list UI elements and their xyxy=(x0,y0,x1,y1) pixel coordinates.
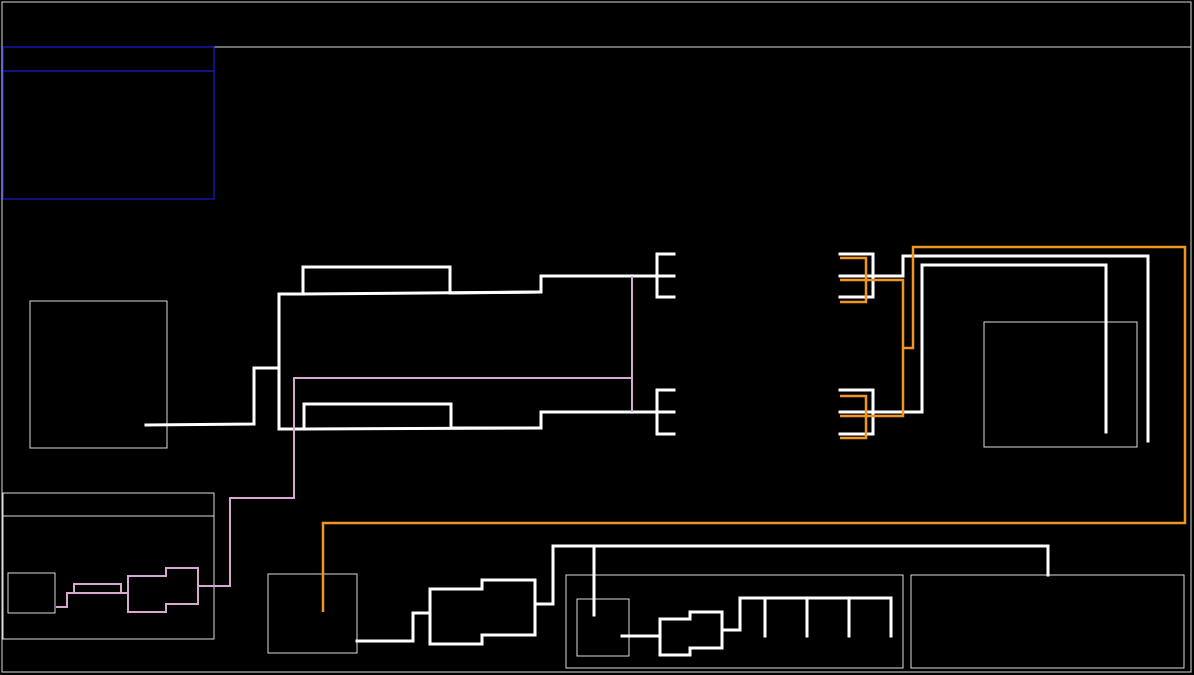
lower-branch-wire xyxy=(277,402,634,431)
left-source-box xyxy=(29,300,168,449)
upper-branch-wire xyxy=(277,265,634,296)
pink-control-wire xyxy=(198,276,633,587)
orange-lower-loop xyxy=(840,348,905,440)
orange-upper-loop xyxy=(321,245,1187,612)
bottom-inner-component xyxy=(658,610,724,657)
bottom-center-panel xyxy=(565,574,904,669)
bottom-component xyxy=(428,578,537,646)
bottom-distribution-wire xyxy=(533,544,1050,617)
bottom-right-panel xyxy=(910,574,1185,669)
bottom-left-panel xyxy=(2,492,215,640)
right-box xyxy=(983,321,1138,448)
pink-component xyxy=(56,567,199,613)
bottom-inner-busbar xyxy=(720,596,893,638)
upper-left-connector-shape xyxy=(630,252,676,299)
bottom-center-small-box xyxy=(576,598,630,657)
bottom-feed-wire xyxy=(355,611,432,643)
upper-branch-base xyxy=(301,290,543,296)
main-input-wire xyxy=(144,366,281,427)
bottom-square-box xyxy=(267,573,358,654)
lower-right-connector xyxy=(838,263,1108,436)
lower-branch-base xyxy=(302,426,543,431)
lower-left-connector-shape xyxy=(630,388,676,436)
blue-panel xyxy=(2,46,215,200)
bottom-left-small-box xyxy=(7,572,56,614)
upper-right-connector xyxy=(838,252,1150,443)
